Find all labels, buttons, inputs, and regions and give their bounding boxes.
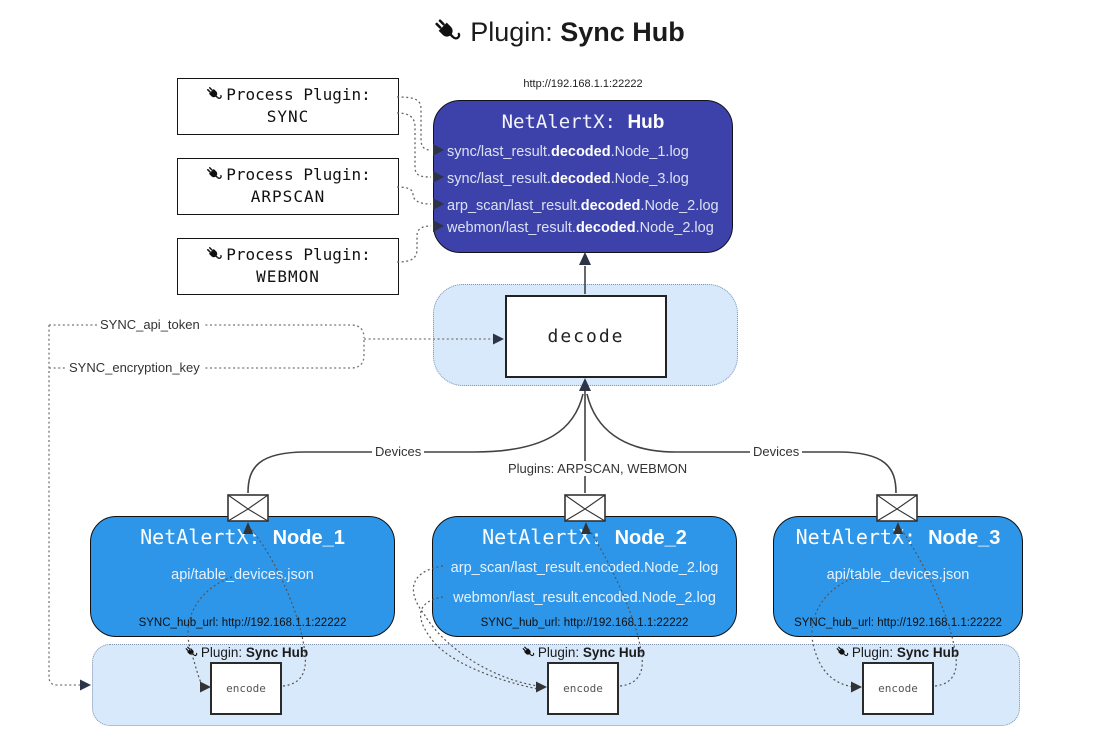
plug-icon bbox=[521, 645, 536, 660]
node-file: api/table_devices.json bbox=[826, 567, 970, 583]
node-file: webmon/last_result.encoded.Node_2.log bbox=[453, 590, 716, 606]
node-title: NetAlertX: Node_2 bbox=[482, 525, 687, 549]
hub-log-line: webmon/last_result.decoded.Node_2.log bbox=[447, 220, 714, 236]
process-plugin-webmon: Process Plugin: WEBMON bbox=[177, 238, 399, 295]
plug-icon bbox=[432, 16, 464, 48]
plug-icon bbox=[205, 245, 224, 264]
node-file: api/table_devices.json bbox=[171, 567, 314, 583]
node-hub-url: SYNC_hub_url: http://192.168.1.1:22222 bbox=[480, 617, 689, 629]
process-plugin-name: SYNC bbox=[266, 107, 310, 126]
page-title: Plugin: Sync Hub bbox=[0, 16, 1117, 48]
encoder-label-3: Plugin: Sync Hub bbox=[787, 645, 1007, 660]
hub-log-line: arp_scan/last_result.decoded.Node_2.log bbox=[447, 198, 719, 214]
process-plugin-label: Process Plugin: bbox=[226, 165, 371, 184]
node-title: NetAlertX: Node_1 bbox=[140, 525, 345, 549]
hub-title: NetAlertX: Hub bbox=[434, 111, 732, 134]
node-1: NetAlertX: Node_1 api/table_devices.json… bbox=[90, 516, 395, 637]
process-plugin-name: WEBMON bbox=[256, 267, 320, 286]
node-3: NetAlertX: Node_3 api/table_devices.json… bbox=[773, 516, 1023, 637]
encoder-label-2: Plugin: Sync Hub bbox=[473, 645, 693, 660]
node-hub-url: SYNC_hub_url: http://192.168.1.1:22222 bbox=[794, 617, 1002, 629]
encode-box-2: encode bbox=[547, 662, 619, 715]
node-2: NetAlertX: Node_2 arp_scan/last_result.e… bbox=[432, 516, 737, 637]
hub-title-prefix: NetAlertX: bbox=[501, 111, 616, 133]
node-file: arp_scan/last_result.encoded.Node_2.log bbox=[450, 560, 719, 576]
encoder-label-1: Plugin: Sync Hub bbox=[136, 645, 356, 660]
plug-icon bbox=[205, 165, 224, 184]
hub-log-line: sync/last_result.decoded.Node_1.log bbox=[447, 144, 689, 160]
process-plugin-label: Process Plugin: bbox=[226, 85, 371, 104]
plug-icon bbox=[205, 85, 224, 104]
process-plugin-name: ARPSCAN bbox=[250, 187, 326, 206]
plug-icon bbox=[184, 645, 199, 660]
encode-box-3: encode bbox=[862, 662, 934, 715]
node-title: NetAlertX: Node_3 bbox=[795, 525, 1001, 549]
process-plugin-sync: Process Plugin: SYNC bbox=[177, 78, 399, 135]
node-hub-url: SYNC_hub_url: http://192.168.1.1:22222 bbox=[138, 617, 347, 629]
process-plugin-label: Process Plugin: bbox=[226, 245, 371, 264]
page-title-name: Sync Hub bbox=[560, 17, 685, 47]
hub-url: http://192.168.1.1:22222 bbox=[523, 78, 643, 90]
page-title-prefix: Plugin: bbox=[470, 17, 553, 47]
encode-box-1: encode bbox=[210, 662, 282, 715]
process-plugin-arpscan: Process Plugin: ARPSCAN bbox=[177, 158, 399, 215]
plug-icon bbox=[835, 645, 850, 660]
hub-log-line: sync/last_result.decoded.Node_3.log bbox=[447, 171, 689, 187]
hub-title-name: Hub bbox=[627, 112, 665, 133]
decode-box: decode bbox=[505, 295, 667, 378]
hub-node: NetAlertX: Hub sync/last_result.decoded.… bbox=[433, 100, 733, 253]
